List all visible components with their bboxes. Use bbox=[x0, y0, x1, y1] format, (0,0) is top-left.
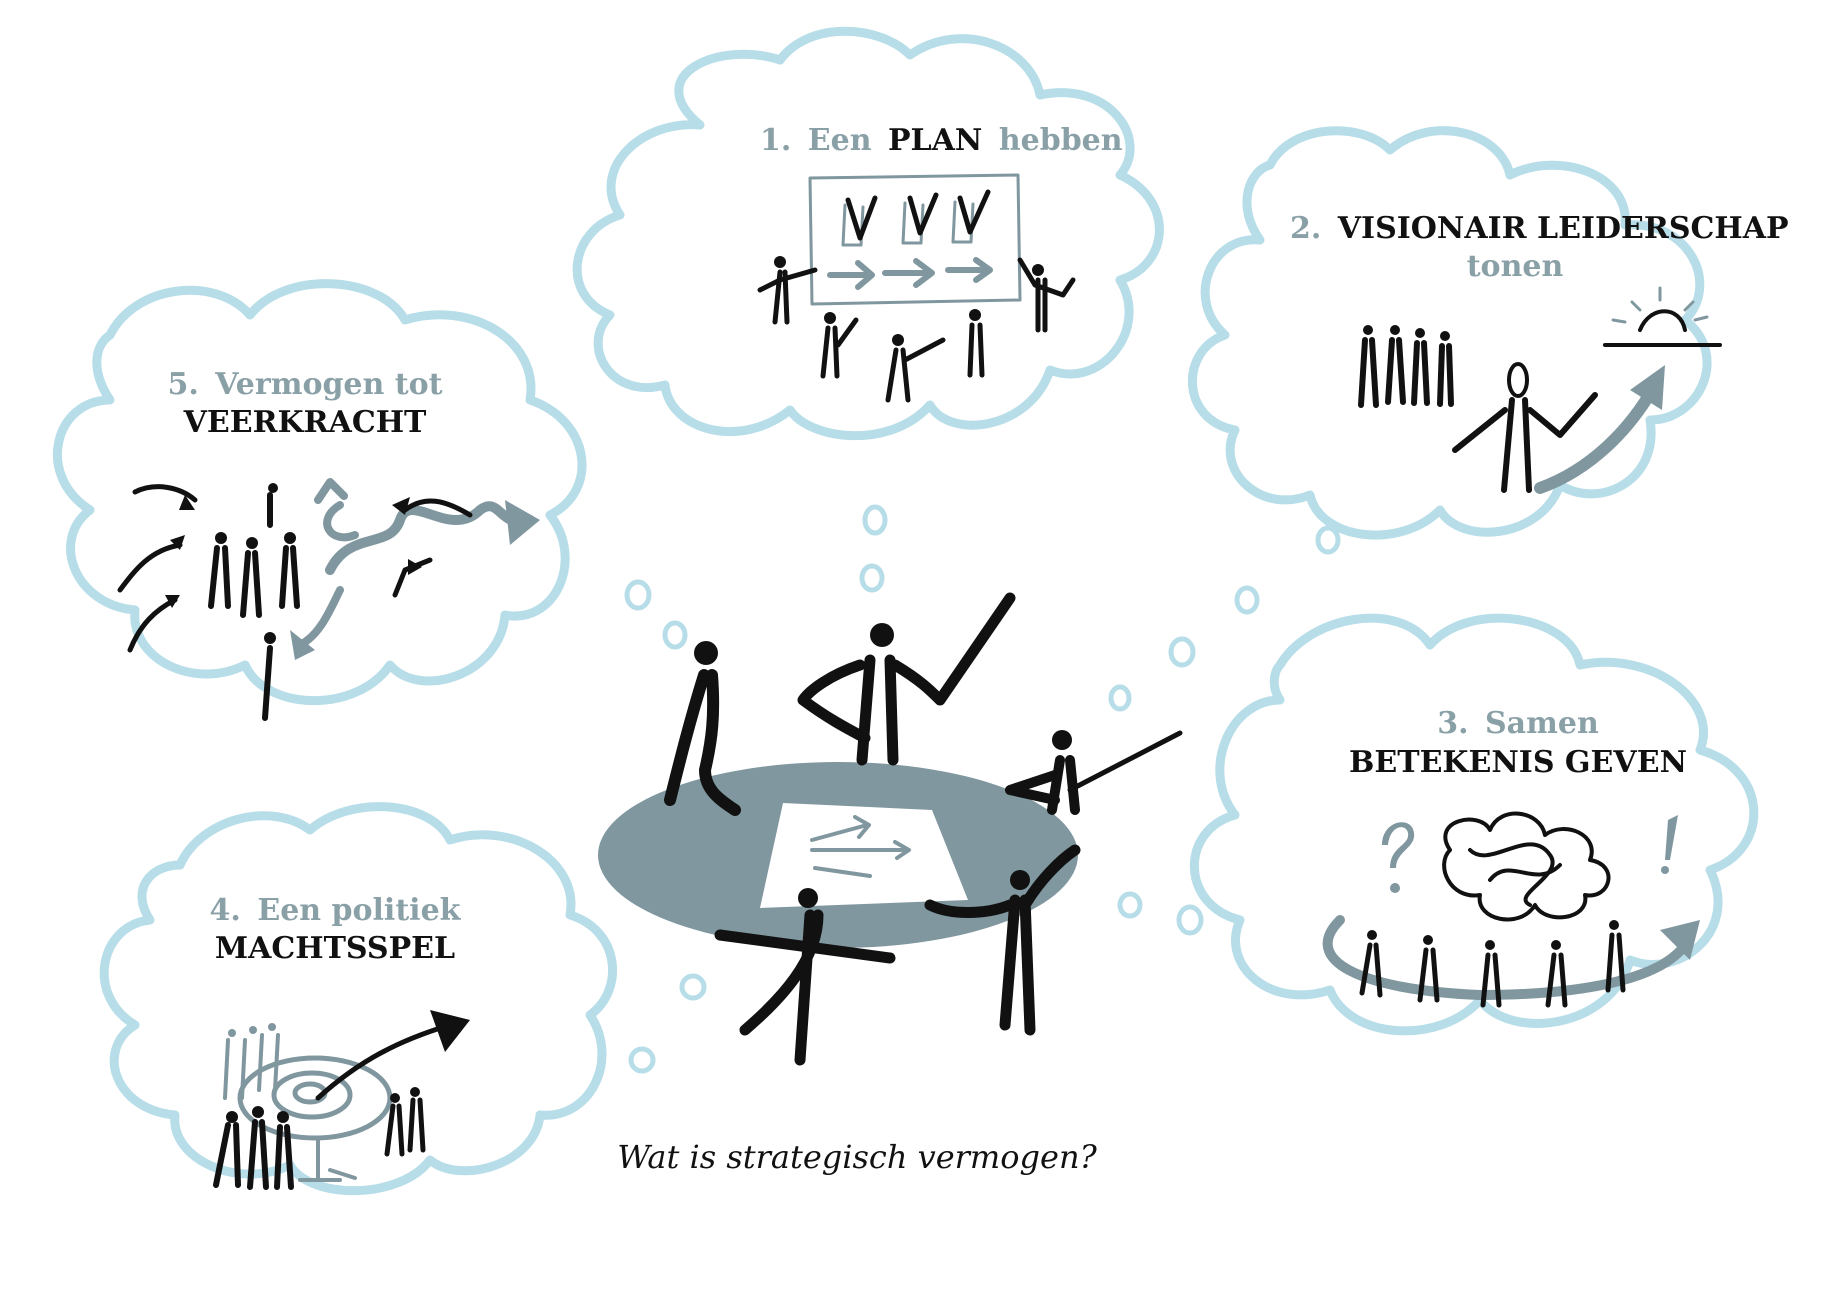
central-table-scene bbox=[598, 592, 1183, 1066]
svg-text:3. Samen: 3. Samen bbox=[1437, 706, 1599, 741]
cloud-macht: 4. Een politiek MACHTSSPEL bbox=[99, 802, 617, 1196]
macht-illustration bbox=[213, 1010, 470, 1190]
svg-text:5. Vermogen tot: 5. Vermogen tot bbox=[168, 367, 443, 402]
betekenis-samen: Samen bbox=[1485, 706, 1599, 741]
visionair-keyword: VISIONAIR LEIDERSCHAP bbox=[1337, 211, 1789, 246]
visionair-figures bbox=[1358, 286, 1722, 494]
visionair-tonen: tonen bbox=[1467, 249, 1564, 284]
plan-paper bbox=[760, 803, 968, 908]
macht-een-politiek: Een politiek bbox=[257, 893, 461, 928]
veerkracht-keyword: VEERKRACHT bbox=[183, 405, 427, 440]
macht-number: 4. bbox=[210, 893, 241, 928]
plan-keyword: PLAN bbox=[888, 123, 982, 158]
whiteboard-illustration bbox=[808, 173, 1022, 306]
veerkracht-vermogen: Vermogen tot bbox=[214, 367, 442, 402]
veerkracht-number: 5. bbox=[168, 367, 199, 402]
plan-een: Een bbox=[808, 123, 872, 158]
svg-text:4. Een politiek: 4. Een politiek bbox=[210, 893, 462, 928]
visionair-number: 2. bbox=[1290, 211, 1321, 246]
svg-text:1. Een PLAN: 1. Een PLAN hebben bbox=[760, 123, 1123, 158]
plan-hebben: hebben bbox=[999, 123, 1123, 158]
veerkracht-illustration bbox=[117, 478, 540, 721]
thought-bubbles bbox=[624, 504, 1341, 1074]
betekenis-keyword: BETEKENIS GEVEN bbox=[1349, 745, 1687, 780]
betekenis-illustration bbox=[1322, 811, 1700, 1008]
betekenis-number: 3. bbox=[1437, 706, 1468, 741]
plan-figures bbox=[757, 256, 1076, 403]
cloud-betekenis: 3. Samen BETEKENIS GEVEN bbox=[1189, 613, 1759, 1036]
cloud-visionair: 2. VISIONAIR LEIDERSCHAP tonen bbox=[1188, 126, 1789, 540]
macht-keyword: MACHTSSPEL bbox=[215, 931, 455, 966]
central-question: Wat is strategisch vermogen? bbox=[617, 1138, 1097, 1176]
plan-number: 1. bbox=[760, 123, 791, 158]
cloud-plan: 1. Een PLAN hebben bbox=[572, 26, 1164, 441]
cloud-veerkracht: 5. Vermogen tot VEERKRACHT bbox=[52, 279, 587, 721]
svg-text:2. VISIONAIR LEIDERSCHAP: 2. VISIONAIR LEIDERSCHAP bbox=[1290, 211, 1789, 246]
